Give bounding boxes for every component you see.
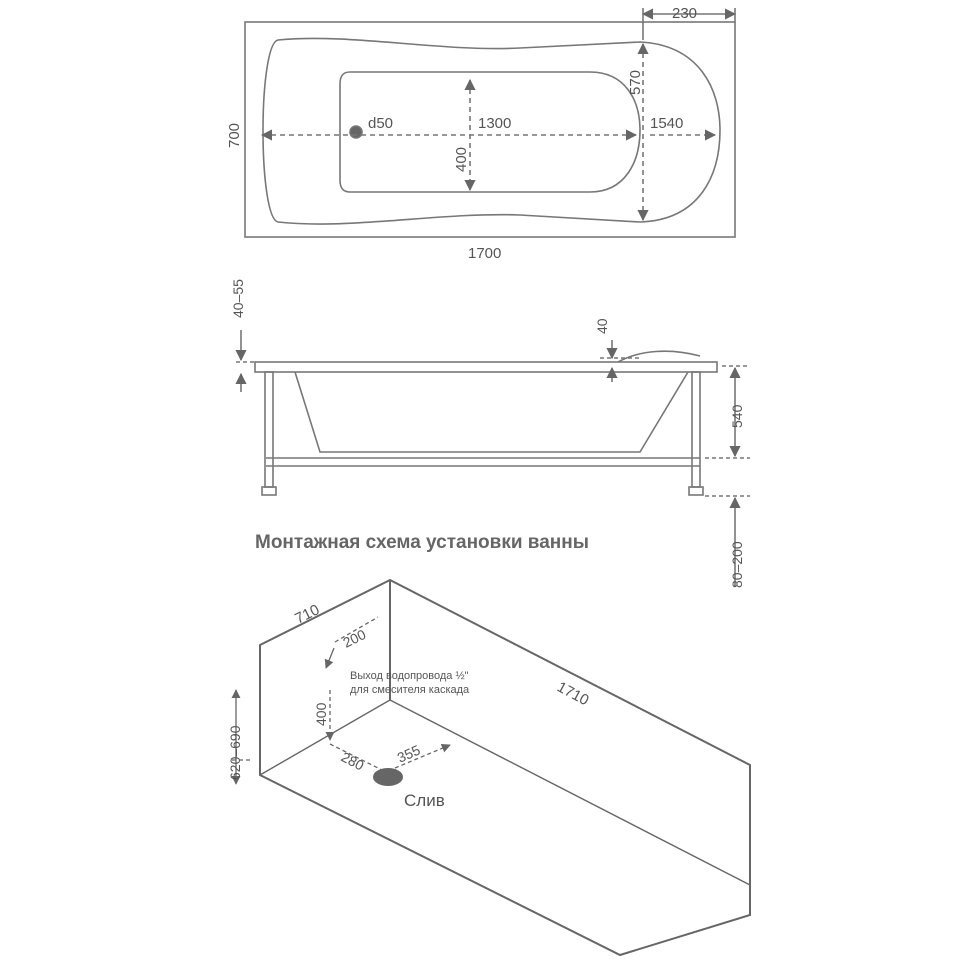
floor-edge-back — [389, 699, 751, 886]
drain-label: Слив — [404, 791, 445, 810]
dim-length-1710: 1710 — [554, 679, 591, 710]
top-view — [244, 8, 737, 238]
dim-rim-height: 40–55 — [230, 279, 246, 318]
tub-body-side — [294, 371, 689, 453]
foot-right — [688, 486, 704, 496]
dim-step: 40 — [594, 318, 610, 334]
drain-hole — [349, 125, 363, 139]
drain-fitting — [373, 768, 403, 786]
install-view — [231, 578, 751, 957]
dim-280: 280 — [339, 749, 367, 774]
dim-400: 400 — [313, 702, 329, 726]
tub-outer-rim — [244, 21, 736, 238]
dim-inner-length: 1300 — [478, 115, 511, 132]
leg-right — [691, 371, 701, 488]
dim-inner-width: 400 — [453, 147, 470, 172]
dim-outlet-height: 620–690 — [227, 725, 243, 780]
floor-edge-left — [259, 699, 391, 776]
foot-left — [261, 486, 277, 496]
dim-355: 355 — [395, 742, 423, 766]
top-view-labels: 230 700 1700 d50 1300 400 1540 570 — [226, 5, 697, 262]
dim-drain-diameter: d50 — [368, 115, 393, 132]
dim-height-left: 700 — [226, 123, 243, 148]
dim-legs: 80–200 — [729, 541, 745, 588]
install-view-labels: 710 1710 620–690 200 400 280 355 Выход в… — [227, 601, 592, 810]
side-view-labels: 40–55 40 540 80–200 — [230, 279, 745, 588]
dim-right-height: 570 — [627, 70, 644, 95]
tub-headrest — [617, 350, 701, 363]
dim-width-top: 230 — [672, 5, 697, 22]
tub-rim-side — [254, 361, 718, 373]
side-view — [235, 330, 750, 586]
dim-length-bottom: 1700 — [468, 245, 501, 262]
water-outlet-note-1: Выход водопровода ½" — [350, 670, 469, 682]
dim-depth: 540 — [729, 404, 745, 428]
tub-inner-bottom — [339, 71, 641, 193]
dim-width-710: 710 — [292, 601, 322, 627]
water-outlet-note-2: для смесителя каскада — [350, 684, 470, 696]
dim-outer-length: 1540 — [650, 115, 683, 132]
diagram-caption: Монтажная схема установки ванны — [255, 532, 589, 553]
dim-200: 200 — [340, 626, 368, 651]
room-outline — [259, 578, 751, 957]
leg-left — [264, 371, 274, 488]
tub-basin-outline — [262, 37, 721, 225]
